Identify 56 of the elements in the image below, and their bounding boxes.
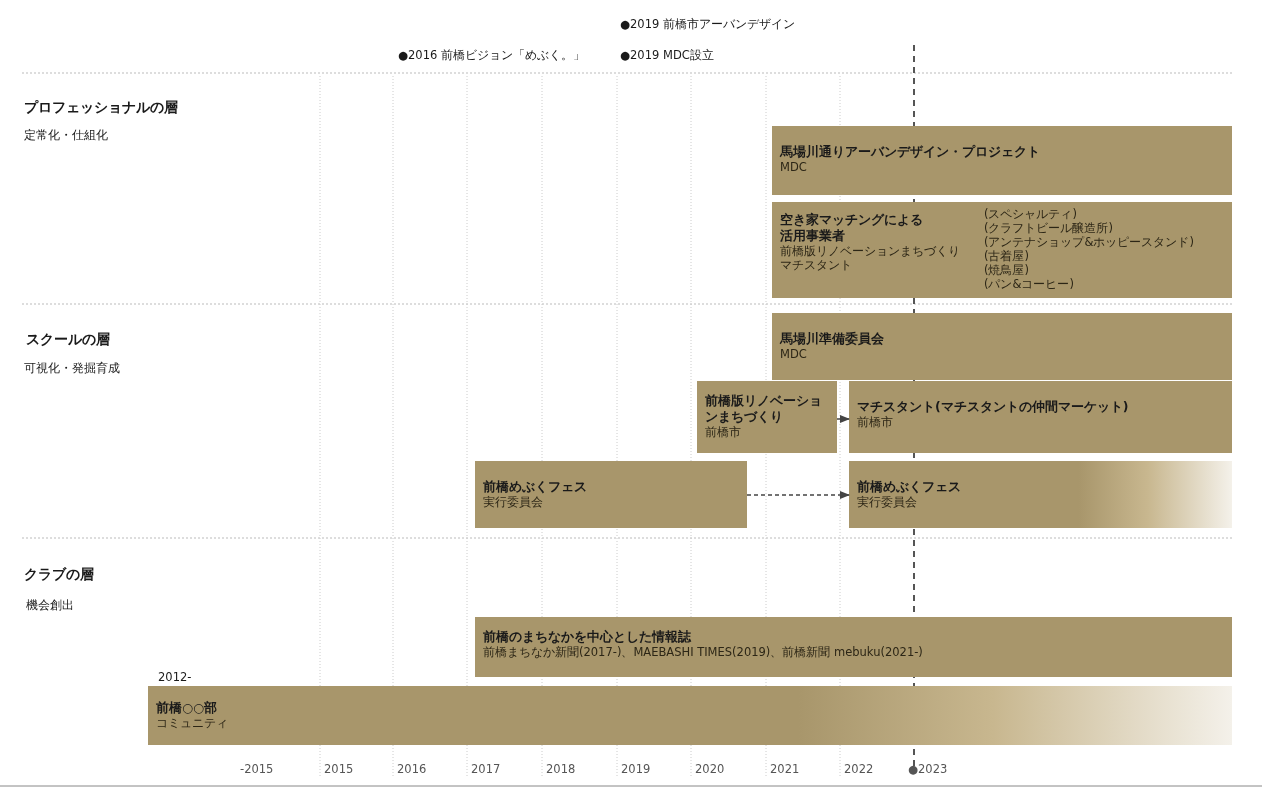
year-label: 2017 xyxy=(471,762,501,776)
bar-subtitle: 前橋まちなか新聞(2017-)、MAEBASHI TIMES(2019)、前橋新聞 mebuku(2021-) xyxy=(483,645,923,659)
arrow xyxy=(836,414,851,424)
layer-description: 機会創出 xyxy=(26,597,74,614)
bar-subtitle: 前橋版リノベーションまちづくり xyxy=(780,244,960,258)
bar-subtitle: 実行委員会 xyxy=(483,495,543,509)
category-text: (スペシャルティ) xyxy=(984,207,1077,221)
category-text: (焼鳥屋) xyxy=(984,263,1029,277)
bar-subtitle: 実行委員会 xyxy=(857,495,917,509)
layer-heading: スクールの層 xyxy=(26,331,110,349)
category-text: (クラフトビール醸造所) xyxy=(984,221,1113,235)
timeline-bar xyxy=(148,686,1232,745)
year-label: 2016 xyxy=(397,762,427,776)
bar-title: 前橋○○部 xyxy=(156,700,217,716)
bar-title: マチスタント(マチスタントの仲間マーケット) xyxy=(857,399,1129,415)
year-label: ●2023 xyxy=(908,762,948,776)
timeline-bar xyxy=(697,381,837,453)
bar-title: 前橋のまちなかを中心とした情報誌 xyxy=(483,629,691,645)
bar-title: 馬場川通りアーバンデザイン・プロジェクト xyxy=(780,144,1040,160)
layer-description: 可視化・発掘育成 xyxy=(24,360,120,377)
start-year-text: 2012- xyxy=(158,670,192,684)
timeline-bar xyxy=(772,126,1232,195)
timeline-bar xyxy=(849,461,1232,528)
year-label: 2020 xyxy=(695,762,725,776)
year-label: 2022 xyxy=(844,762,874,776)
layer-description: 定常化・仕組化 xyxy=(24,127,108,144)
event-text: ●2019 前橋市アーバンデザイン xyxy=(620,17,795,32)
timeline-bar xyxy=(772,313,1232,380)
category-text: (古着屋) xyxy=(984,249,1029,263)
bar-title: 前橋めぶくフェス xyxy=(857,479,961,495)
timeline-bar xyxy=(772,202,1232,298)
event-text: ●2019 MDC設立 xyxy=(620,48,714,63)
bar-subtitle: MDC xyxy=(780,347,807,361)
timeline-bar xyxy=(475,617,1232,677)
bar-subtitle: MDC xyxy=(780,160,807,174)
event-text: ●2016 前橋ビジョン「めぶく。」 xyxy=(398,48,585,63)
timeline-bar xyxy=(849,381,1232,453)
category-text: (パン&コーヒー) xyxy=(984,277,1074,291)
year-label: 2018 xyxy=(546,762,576,776)
bar-subtitle: 前橋市 xyxy=(857,415,893,429)
bar-title: 馬場川準備委員会 xyxy=(780,331,884,347)
timeline-bar xyxy=(475,461,747,528)
year-label: 2015 xyxy=(324,762,354,776)
bar-subtitle: マチスタント xyxy=(780,258,852,272)
year-label: 2021 xyxy=(770,762,800,776)
bar-subtitle: 前橋市 xyxy=(705,425,741,439)
year-label: 2019 xyxy=(621,762,651,776)
bar-title: 前橋めぶくフェス xyxy=(483,479,587,495)
year-label: -2015 xyxy=(240,762,274,776)
layer-heading: プロフェッショナルの層 xyxy=(24,99,178,117)
category-text: (アンテナショップ&ホッピースタンド) xyxy=(984,235,1194,249)
bar-title: 前橋版リノベーションまちづくり xyxy=(705,393,823,425)
layer-heading: クラブの層 xyxy=(24,566,94,584)
bar-subtitle: コミュニティ xyxy=(156,716,228,730)
bar-title: 空き家マッチングによる活用事業者 xyxy=(780,212,924,244)
arrow xyxy=(746,490,851,500)
